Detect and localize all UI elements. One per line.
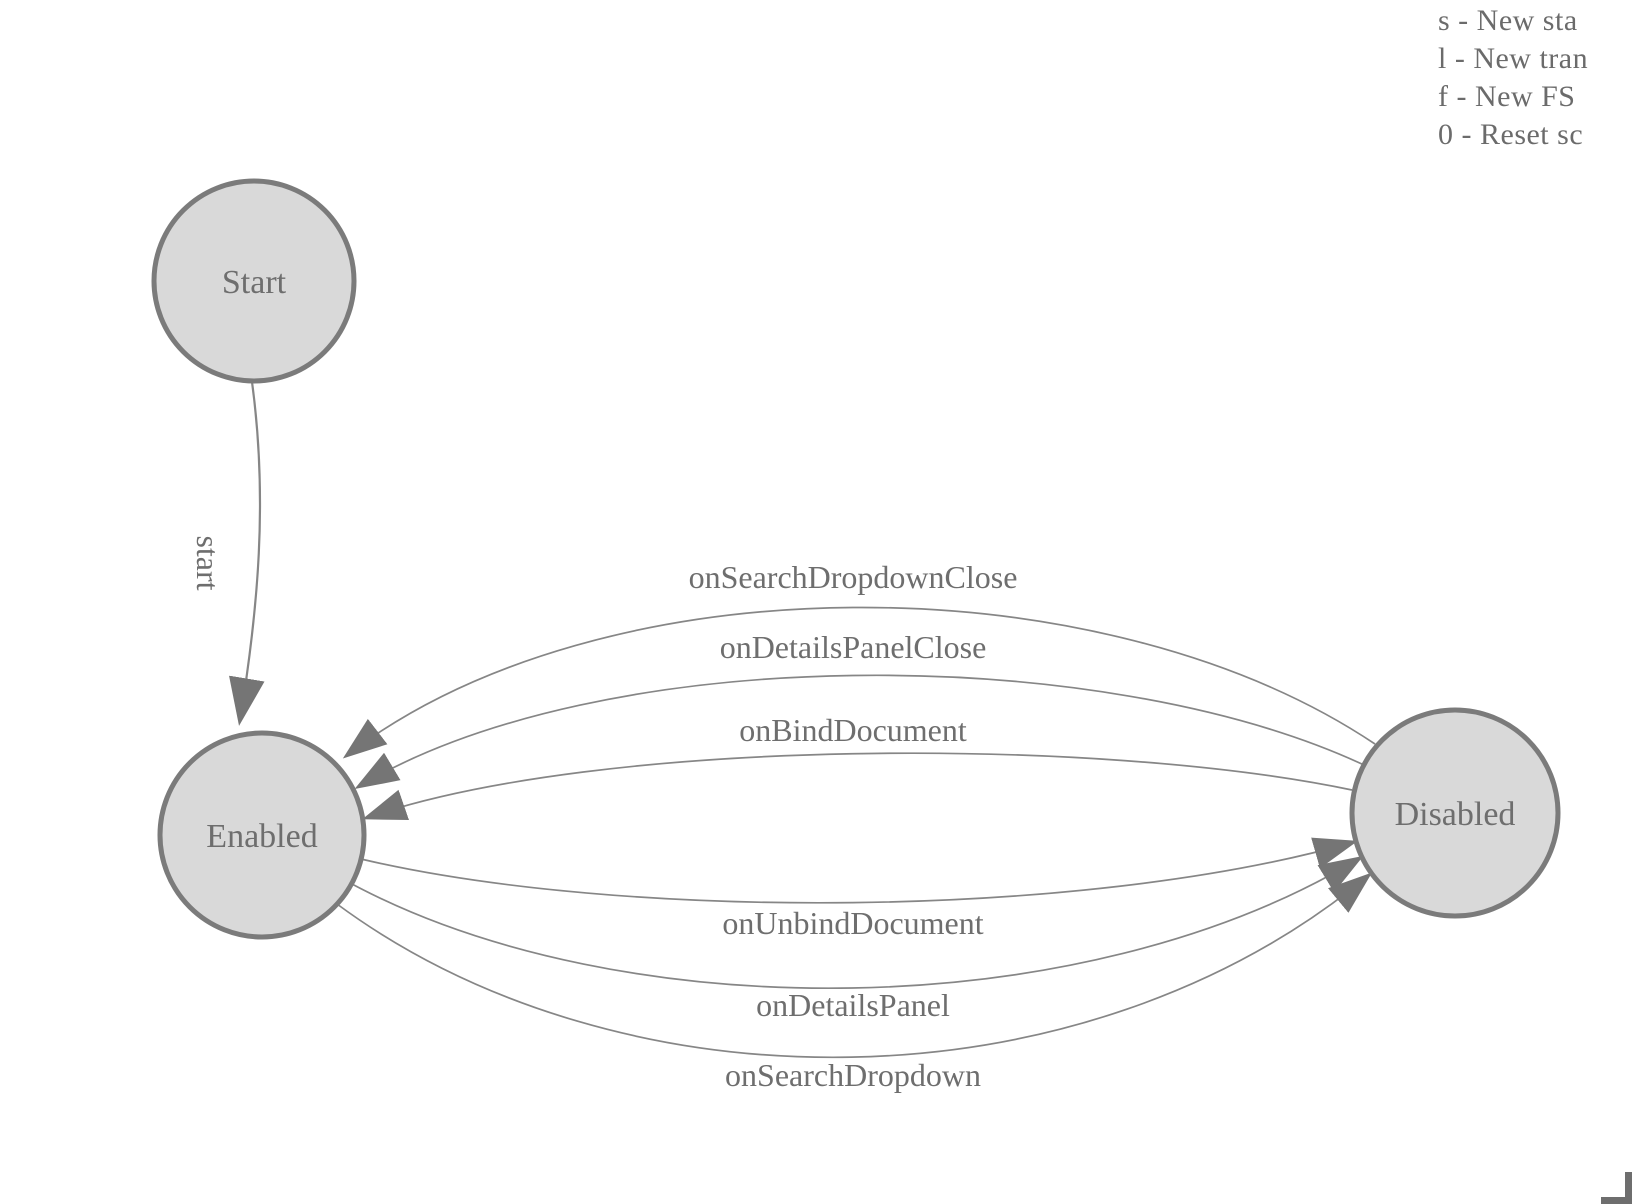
transition-edge-ondetailspanelclose[interactable]	[354, 674, 1365, 790]
resize-corner-vertical-bar	[1625, 1172, 1632, 1204]
resize-corner-horizontal-bar	[1601, 1197, 1632, 1204]
transition-edge-onunbinddocument[interactable]	[360, 837, 1358, 904]
transition-label-ondetailspanel: onDetailsPanel	[756, 987, 950, 1023]
transition-label-onunbinddocument: onUnbindDocument	[722, 905, 983, 941]
transition-edge-start[interactable]	[229, 381, 265, 726]
transition-edge-onsearchdropdownclose[interactable]	[342, 606, 1376, 759]
transition-edge-onsearchdropdown[interactable]	[336, 872, 1373, 1059]
state-node-start[interactable]	[151, 178, 357, 384]
resize-corner-handle[interactable]	[1601, 1172, 1632, 1204]
legend-line-new-transition: l - New tran	[1438, 42, 1588, 75]
transition-edge-onbinddocument[interactable]	[362, 752, 1353, 821]
transition-label-onsearchdropdown: onSearchDropdown	[725, 1057, 981, 1093]
state-label-enabled: Enabled	[206, 818, 317, 855]
transition-label-ondetailspanelclose: onDetailsPanelClose	[720, 629, 987, 665]
legend-line-new-fsm: f - New FS	[1438, 80, 1576, 113]
transition-label-onsearchdropdownclose: onSearchDropdownClose	[689, 559, 1018, 595]
shortcut-legend: s - New sta l - New tran f - New FS 0 - …	[1438, 4, 1588, 151]
state-label-start: Start	[222, 264, 287, 301]
legend-line-new-state: s - New sta	[1438, 4, 1578, 37]
state-node-enabled[interactable]	[157, 730, 367, 940]
transition-label-onbinddocument: onBindDocument	[739, 712, 967, 748]
legend-line-reset-scale: 0 - Reset sc	[1438, 118, 1583, 151]
state-node-disabled[interactable]	[1349, 707, 1561, 919]
state-label-disabled: Disabled	[1395, 796, 1516, 833]
transition-edge-ondetailspanel[interactable]	[351, 855, 1364, 990]
transition-label-start: start	[190, 535, 226, 590]
